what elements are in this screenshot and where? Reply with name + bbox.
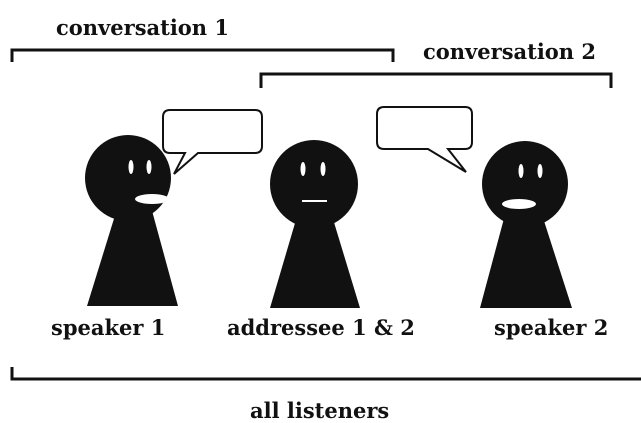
speech-bubble-1: [162, 109, 263, 175]
conversation-1-label: conversation 1: [56, 15, 229, 40]
speaker-2-mouth: [502, 199, 536, 209]
addressee-eye-left: [300, 162, 306, 176]
speaker-2-head: [482, 141, 568, 227]
speaker-2-eye-left: [518, 164, 524, 178]
speaker-1-body: [87, 196, 178, 306]
speaker-1-mouth: [135, 194, 169, 204]
speaker-1-figure: [85, 135, 178, 306]
conversation-2-label: conversation 2: [423, 39, 596, 64]
speaker-2-figure: [480, 141, 572, 308]
speaker-2-body: [480, 196, 572, 308]
speaker-1-label: speaker 1: [51, 315, 166, 340]
addressee-head: [270, 140, 358, 228]
speaker-1-head: [85, 135, 171, 221]
conversation-2-bracket: [259, 72, 613, 88]
speaker-1-eye-right: [146, 160, 152, 174]
addressee-body: [270, 196, 360, 308]
all-listeners-label: all listeners: [250, 398, 390, 423]
addressee-eye-right: [320, 162, 326, 176]
conversation-1-bracket: [10, 48, 395, 62]
speaker-1-eye-left: [128, 160, 134, 174]
speaker-2-label: speaker 2: [494, 315, 609, 340]
speaker-2-eye-right: [537, 164, 543, 178]
speech-bubble-2: [376, 106, 473, 173]
all-listeners-bracket: [10, 367, 641, 381]
addressee-label: addressee 1 & 2: [227, 315, 415, 340]
addressee-figure: [270, 140, 360, 308]
